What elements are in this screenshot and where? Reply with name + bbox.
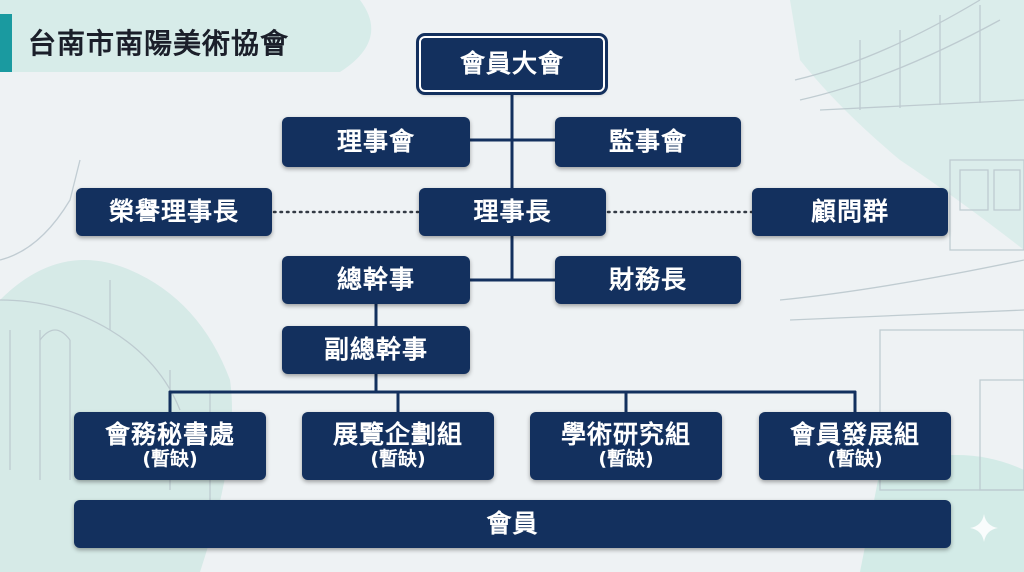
node-honorary-chair: 榮譽理事長 <box>76 188 272 236</box>
unit-status: (暫缺) <box>142 448 198 471</box>
node-unit-exhibition: 展覽企劃組 (暫缺) <box>302 412 494 480</box>
node-unit-member-dev: 會員發展組 (暫缺) <box>759 412 951 480</box>
unit-name: 會員發展組 <box>789 419 920 449</box>
unit-name: 展覽企劃組 <box>332 419 463 449</box>
node-label: 榮譽理事長 <box>108 196 239 226</box>
node-label: 會員 <box>486 508 539 538</box>
node-advisors: 顧問群 <box>752 188 948 236</box>
node-unit-research: 學術研究組 (暫缺) <box>530 412 722 480</box>
unit-status: (暫缺) <box>370 448 426 471</box>
node-chairman: 理事長 <box>419 188 606 236</box>
title-bar: 台南市南陽美術協會 <box>0 0 380 72</box>
node-members: 會員 <box>74 500 951 548</box>
node-treasurer: 財務長 <box>555 256 741 304</box>
node-label: 顧問群 <box>810 196 889 226</box>
sparkle-icon <box>970 514 998 542</box>
node-board: 理事會 <box>282 117 470 167</box>
title-accent-bar <box>0 14 12 72</box>
unit-status: (暫缺) <box>598 448 654 471</box>
node-label: 理事會 <box>336 126 415 156</box>
node-deputy-secretary: 副總幹事 <box>282 326 470 374</box>
unit-name: 學術研究組 <box>560 419 691 449</box>
unit-name: 會務秘書處 <box>104 419 235 449</box>
page-title: 台南市南陽美術協會 <box>28 27 290 60</box>
node-label: 副總幹事 <box>323 334 428 364</box>
node-unit-secretariat: 會務秘書處 (暫缺) <box>74 412 266 480</box>
node-label: 財務長 <box>608 264 687 294</box>
unit-status: (暫缺) <box>827 448 883 471</box>
node-label: 總幹事 <box>336 264 415 294</box>
node-secretary-general: 總幹事 <box>282 256 470 304</box>
node-label: 理事長 <box>473 196 552 226</box>
node-supervisors: 監事會 <box>555 117 741 167</box>
node-label: 監事會 <box>608 126 687 156</box>
node-label: 會員大會 <box>459 48 564 78</box>
node-general-assembly: 會員大會 <box>416 33 608 95</box>
